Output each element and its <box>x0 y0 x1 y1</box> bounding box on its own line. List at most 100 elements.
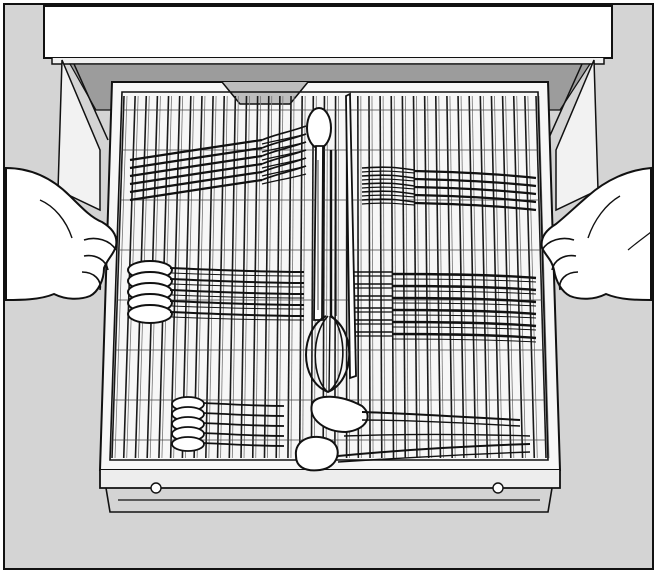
spoon-handle <box>171 316 305 321</box>
fork-handle <box>413 185 537 196</box>
fork-handle <box>129 162 263 186</box>
spoon-handle <box>171 272 305 277</box>
whisk-icon <box>305 150 351 394</box>
rack-wire <box>243 95 250 459</box>
rack-wire <box>446 95 453 459</box>
fork-tine <box>361 182 415 187</box>
rack-wire <box>449 95 456 459</box>
rack-wire <box>393 95 397 459</box>
spoon-handle <box>202 412 285 417</box>
rack-wire <box>494 95 503 459</box>
rack-wire <box>490 95 500 459</box>
rack-wire <box>401 95 407 459</box>
rack-wire <box>434 95 442 459</box>
rack-wire <box>267 95 273 459</box>
fork-handle <box>391 296 537 304</box>
rack-wire <box>287 95 292 459</box>
rack-wire <box>460 95 468 459</box>
fork-handle <box>391 308 537 316</box>
spoons-icon <box>127 260 305 324</box>
rack-wire <box>231 95 239 459</box>
rack-wire <box>278 95 284 459</box>
spoon-handle <box>169 311 305 317</box>
rack-wire <box>298 95 303 459</box>
rack-wire <box>412 95 418 459</box>
rack-wire <box>438 95 444 459</box>
rack-wire <box>457 95 465 459</box>
fork-handle <box>413 201 537 212</box>
rack-wire <box>479 95 489 459</box>
rack-wire <box>228 95 237 459</box>
fork-handle <box>413 193 537 204</box>
forks-icon <box>361 166 537 212</box>
fork-tine <box>361 174 415 179</box>
spoon-handle <box>169 267 305 273</box>
fork-handle <box>391 314 537 319</box>
rack-wire <box>208 95 217 459</box>
spoon-handle <box>171 283 305 288</box>
rack-wire <box>310 95 315 459</box>
rack-wire <box>368 95 371 459</box>
fork-tine <box>361 198 415 203</box>
rack-wire <box>169 95 181 459</box>
left-hand-icon <box>5 166 118 302</box>
spoon-handle <box>202 422 285 427</box>
fork-handle <box>129 154 263 178</box>
rack-wire <box>302 95 306 459</box>
rack-wire <box>240 95 248 459</box>
rack-wire <box>416 95 421 459</box>
spoon-bowl <box>171 436 205 452</box>
rack-wire <box>423 95 430 459</box>
fork-handle <box>391 326 537 331</box>
rack-wire <box>382 95 386 459</box>
spoon-handle <box>169 300 305 306</box>
forks-icon <box>129 125 307 202</box>
spoon-handle <box>202 432 285 437</box>
spoon-handle <box>202 402 285 407</box>
rack-wire <box>535 95 547 459</box>
fork-handle <box>391 338 537 343</box>
fork-tine <box>261 133 307 149</box>
ladle-icon <box>345 92 357 380</box>
fork-tine <box>361 178 415 182</box>
rack-wire <box>290 95 295 459</box>
rack-wire <box>482 95 491 459</box>
fork-tine <box>361 166 415 171</box>
spoon-handle <box>171 294 305 299</box>
rack-wire <box>111 95 125 459</box>
rack-wire <box>114 95 128 459</box>
fork-handle <box>391 278 537 283</box>
rack-wire <box>379 95 383 459</box>
fork-tine <box>261 125 307 141</box>
fork-handle <box>391 284 537 292</box>
fork-tine <box>361 186 415 190</box>
rack-wire <box>216 95 226 459</box>
rack-wire <box>263 95 270 459</box>
fork-handle <box>391 332 537 340</box>
rack-wire <box>404 95 409 459</box>
fork-handle <box>129 138 263 162</box>
fork-handle <box>129 146 263 170</box>
fork-tine <box>261 149 307 165</box>
forks-icon <box>352 271 537 343</box>
spoon-handle <box>171 305 305 310</box>
spoon-bowl <box>127 304 173 324</box>
rack-wire <box>468 95 477 459</box>
fork-tine <box>261 173 307 185</box>
serving-spoon-icon <box>306 107 332 321</box>
fork-tine <box>261 157 307 173</box>
fork-tine <box>361 190 415 195</box>
fork-handle <box>391 290 537 295</box>
spoon-handle <box>169 289 305 295</box>
fork-handle <box>129 170 263 194</box>
fork-tine <box>261 165 307 181</box>
spoon-handle <box>202 442 285 447</box>
fork-handle <box>129 178 263 202</box>
rack-wire <box>220 95 228 459</box>
fork-tine <box>361 194 415 198</box>
fork-tine <box>361 170 415 174</box>
serving-spoon-icon <box>294 395 531 472</box>
fork-handle <box>413 169 537 180</box>
fork-tine <box>261 141 307 157</box>
